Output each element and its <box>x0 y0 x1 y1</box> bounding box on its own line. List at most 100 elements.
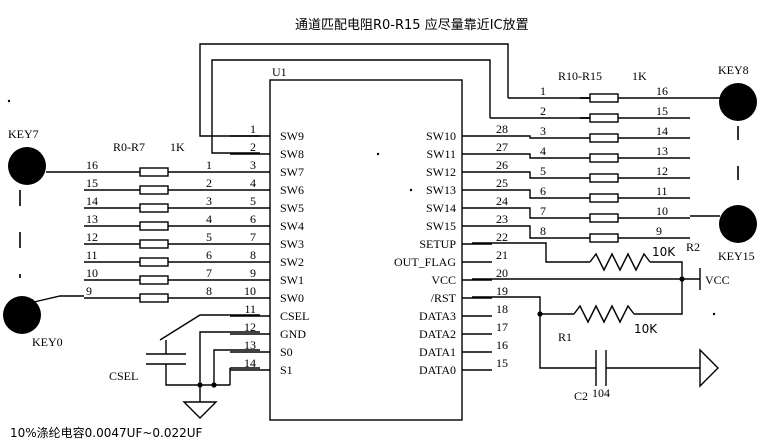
left-array-outer-pin: 15 <box>86 176 98 190</box>
c2-value: 104 <box>592 386 610 400</box>
pin-number-right: 27 <box>496 140 508 154</box>
pin-number-left: 7 <box>250 230 256 244</box>
pin-number-right: 19 <box>496 284 508 298</box>
right-array-feed <box>492 207 580 219</box>
right-array-outer-pin: 10 <box>656 204 668 218</box>
pin-name-left: SW3 <box>280 237 304 251</box>
right-array-inner-pin: 2 <box>540 104 546 118</box>
right-array-inner-pin: 4 <box>540 144 546 158</box>
left-array-inner-pin: 5 <box>206 230 212 244</box>
pin-number-right: 23 <box>496 212 508 226</box>
pin-name-right: DATA0 <box>419 363 456 377</box>
chip-body <box>269 79 463 421</box>
r2-resistor <box>589 252 651 272</box>
pin-name-left: SW1 <box>280 273 304 287</box>
right-array-inner-pin: 8 <box>540 224 546 238</box>
left-array-outer-pin: 9 <box>86 284 92 298</box>
pin-number-left: 10 <box>244 284 256 298</box>
right-array-outer-pin: 11 <box>656 184 668 198</box>
right-array-inner-pin: 7 <box>540 204 546 218</box>
right-array-outer-pin: 12 <box>656 164 668 178</box>
pin-number-right: 22 <box>496 230 508 244</box>
right-pins: 28SW1027SW1126SW1225SW1324SW1423SW1522SE… <box>394 122 508 377</box>
key7-label: KEY7 <box>8 127 39 141</box>
pin-name-left: SW7 <box>280 165 304 179</box>
pin-number-right: 15 <box>496 356 508 370</box>
stray-dot <box>7 99 11 103</box>
right-array-inner-pin: 1 <box>540 84 546 98</box>
right-array-resistor <box>589 173 619 183</box>
pin-number-right: 20 <box>496 266 508 280</box>
pin-name-right: SW14 <box>426 201 456 215</box>
right-array-resistor <box>589 213 619 223</box>
right-array-feed <box>492 171 580 179</box>
right-array-inner-pin: 6 <box>540 184 546 198</box>
left-array-inner-pin: 1 <box>206 158 212 172</box>
right-array-feed <box>492 153 580 159</box>
ground-junction <box>197 382 203 388</box>
c2-ground-symbol <box>699 348 719 388</box>
stray-dot <box>409 188 413 192</box>
left-array-outer-pin: 10 <box>86 266 98 280</box>
left-array-inner-pin: 8 <box>206 284 212 298</box>
pin-number-right: 28 <box>496 122 508 136</box>
pin-number-left: 14 <box>244 356 256 370</box>
stray-dot <box>376 152 380 156</box>
pin-name-left: SW8 <box>280 147 304 161</box>
r1-value: 10K <box>634 322 658 336</box>
vcc-label: VCC <box>705 273 730 287</box>
left-array-inner-pin: 3 <box>206 194 212 208</box>
csel-cap-label: CSEL <box>109 369 138 383</box>
pin-number-left: 9 <box>250 266 256 280</box>
pin-name-left: S1 <box>280 363 293 377</box>
right-array-value: 1K <box>632 69 647 83</box>
pin-name-left: SW2 <box>280 255 304 269</box>
pin-name-right: DATA1 <box>419 345 456 359</box>
right-array-outer-pin: 13 <box>656 144 668 158</box>
key15-pad <box>719 205 757 243</box>
right-array-resistor <box>589 193 619 203</box>
pin-number-left: 12 <box>244 320 256 334</box>
rst-wire <box>472 296 541 314</box>
pin-name-left: SW9 <box>280 129 304 143</box>
left-array-value: 1K <box>170 140 185 154</box>
pin-name-left: CSEL <box>280 309 309 323</box>
pin-name-right: OUT_FLAG <box>394 255 456 269</box>
pin-number-right: 25 <box>496 176 508 190</box>
pin-name-right: VCC <box>431 273 456 287</box>
r1-label: R1 <box>558 330 572 344</box>
left-array-resistor <box>139 275 169 285</box>
s0-wire <box>213 349 260 385</box>
r2-value: 10K <box>652 245 676 259</box>
c2-label: C2 <box>574 389 588 403</box>
pin-name-left: SW0 <box>280 291 304 305</box>
r2-label: R2 <box>686 240 700 254</box>
key8-pad <box>719 83 757 121</box>
left-array-label: R0-R7 <box>113 140 145 154</box>
setup-wire <box>472 242 590 263</box>
pin-name-right: SW15 <box>426 219 456 233</box>
key0-label: KEY0 <box>32 335 63 349</box>
gnd-wire <box>199 331 260 400</box>
right-array-resistor <box>589 133 619 143</box>
left-array-resistor <box>139 167 169 177</box>
key0-pad <box>3 296 41 334</box>
pin-name-right: SETUP <box>419 237 456 251</box>
r1-to-vcc <box>634 279 683 315</box>
left-array-inner-pin: 4 <box>206 212 212 226</box>
footnote: 10%涤纶电容0.0047UF~0.022UF <box>10 425 203 440</box>
pin-number-left: 11 <box>244 302 256 316</box>
rst-to-c2 <box>539 314 596 369</box>
right-array-outer-pin: 16 <box>656 84 668 98</box>
pin-name-left: SW4 <box>280 219 304 233</box>
pin-name-left: SW5 <box>280 201 304 215</box>
left-array-inner-pin: 7 <box>206 266 212 280</box>
pin-number-right: 16 <box>496 338 508 352</box>
pin-name-right: SW10 <box>426 129 456 143</box>
left-array-resistor <box>139 293 169 303</box>
left-array-inner-pin: 6 <box>206 248 212 262</box>
